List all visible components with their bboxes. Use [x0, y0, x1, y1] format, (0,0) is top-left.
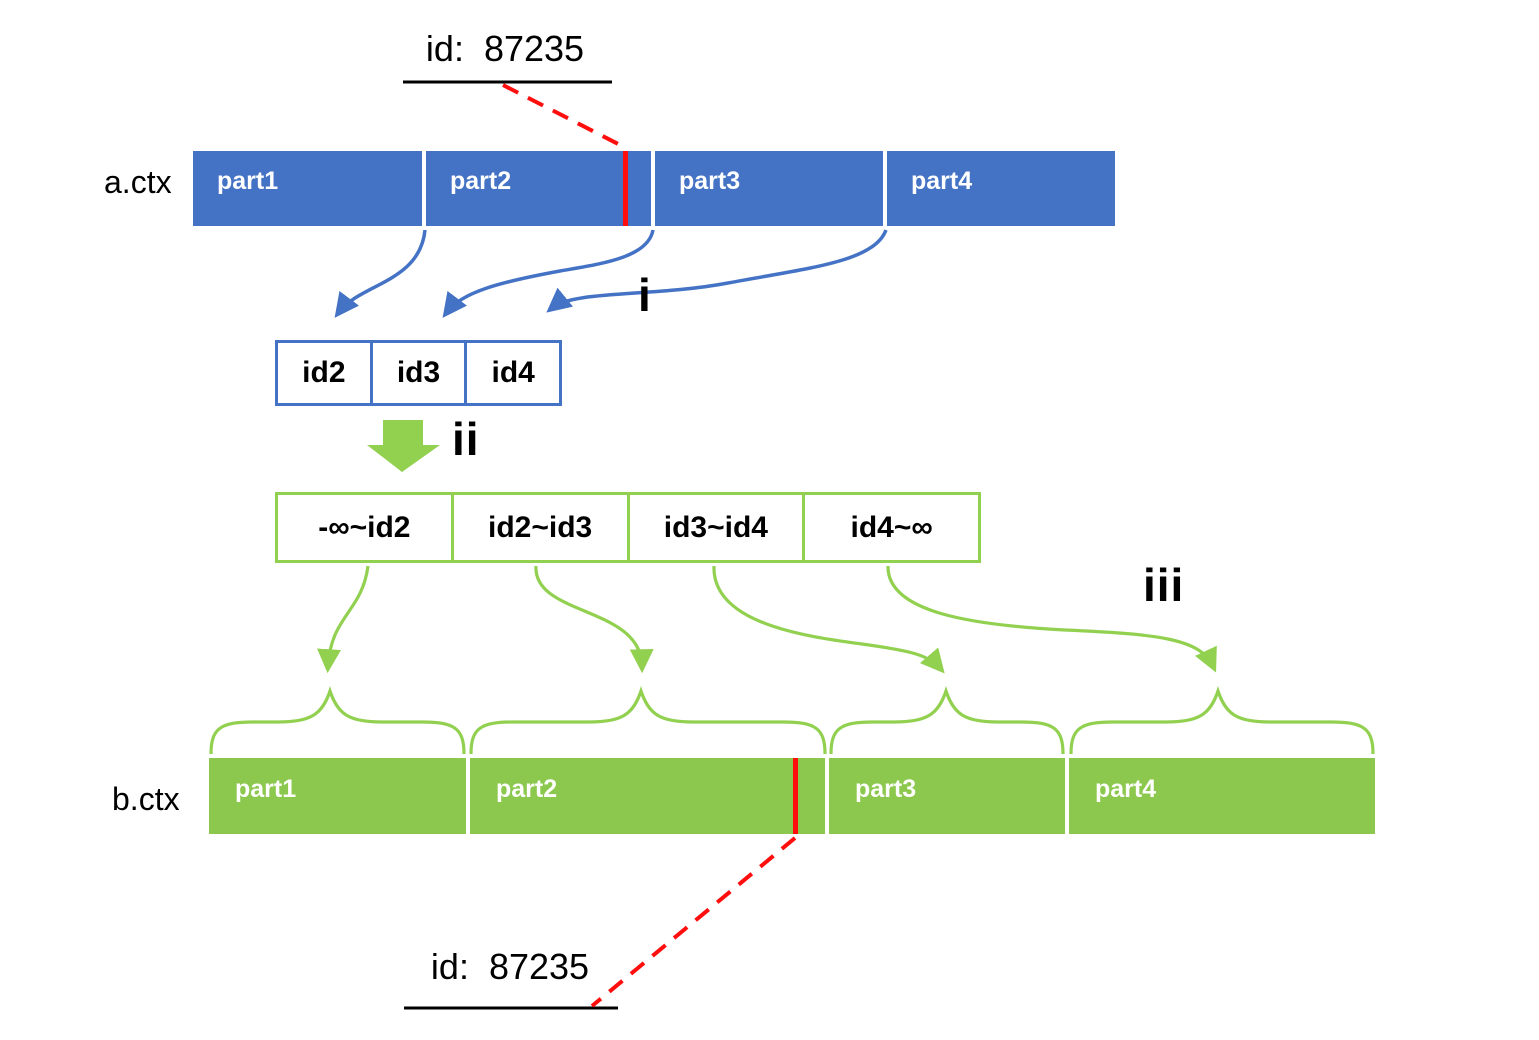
id-table-cell: id4 [464, 343, 559, 403]
range-table-cell: -∞~id2 [318, 510, 411, 544]
arrow-a-boundary1-to-id2 [334, 229, 427, 318]
a-ctx-segment-part4: part4 [887, 151, 1115, 226]
b-ctx-segment-part3: part3 [829, 758, 1065, 834]
brace-part4 [1069, 685, 1375, 755]
step-i-label: i [638, 269, 652, 321]
arrow-range4-to-part4 [886, 565, 1217, 673]
segment-label: part4 [1095, 774, 1157, 803]
id-table: id2 id3 id4 [275, 340, 562, 406]
id-table-cell: id2 [302, 356, 346, 389]
range-table-cell: id2~id3 [450, 495, 627, 560]
segment-label: part3 [679, 167, 741, 195]
brace-part1 [209, 685, 466, 755]
bottom-id-callout: id: 87235 [430, 946, 590, 987]
step-iii-label: iii [1143, 559, 1185, 611]
top-id-callout: id: 87235 [425, 28, 585, 69]
a-ctx-label: a.ctx [104, 164, 172, 200]
b-ctx-split-marker [793, 758, 798, 834]
brace-part2 [469, 685, 827, 755]
red-dashed-pointer-top [502, 83, 627, 150]
a-ctx-segment-part1: part1 [193, 151, 422, 226]
segment-label: part1 [217, 167, 279, 195]
a-ctx-segment-part2: part2 [426, 151, 651, 226]
range-table-cell: id3~id4 [626, 495, 803, 560]
arrow-range2-to-part2 [534, 565, 654, 674]
b-ctx-segment-part2: part2 [470, 758, 825, 834]
down-block-arrow-icon [367, 420, 440, 472]
red-dashed-pointer-bottom [590, 836, 797, 1008]
arrow-a-boundary2-to-id3 [442, 229, 655, 318]
segment-label: part4 [911, 167, 973, 195]
b-ctx-label: b.ctx [112, 781, 180, 817]
id-table-cell: id3 [369, 343, 465, 403]
arrow-range3-to-part3 [712, 565, 945, 674]
b-ctx-segment-part4: part4 [1069, 758, 1375, 834]
a-ctx-split-marker [623, 151, 628, 226]
a-ctx-segment-part3: part3 [655, 151, 883, 226]
segment-label: part3 [855, 774, 917, 803]
arrow-a-boundary3-to-id4 [546, 229, 888, 313]
segment-label: part1 [235, 774, 297, 803]
segment-label: part2 [496, 774, 558, 803]
brace-part3 [829, 685, 1065, 755]
range-table-cell: id4~∞ [802, 495, 978, 560]
step-ii-label: ii [452, 413, 480, 465]
b-ctx-segment-part1: part1 [209, 758, 466, 834]
arrow-range1-to-part1 [317, 565, 370, 674]
segment-label: part2 [450, 167, 512, 195]
range-table: -∞~id2 id2~id3 id3~id4 id4~∞ [275, 492, 981, 563]
